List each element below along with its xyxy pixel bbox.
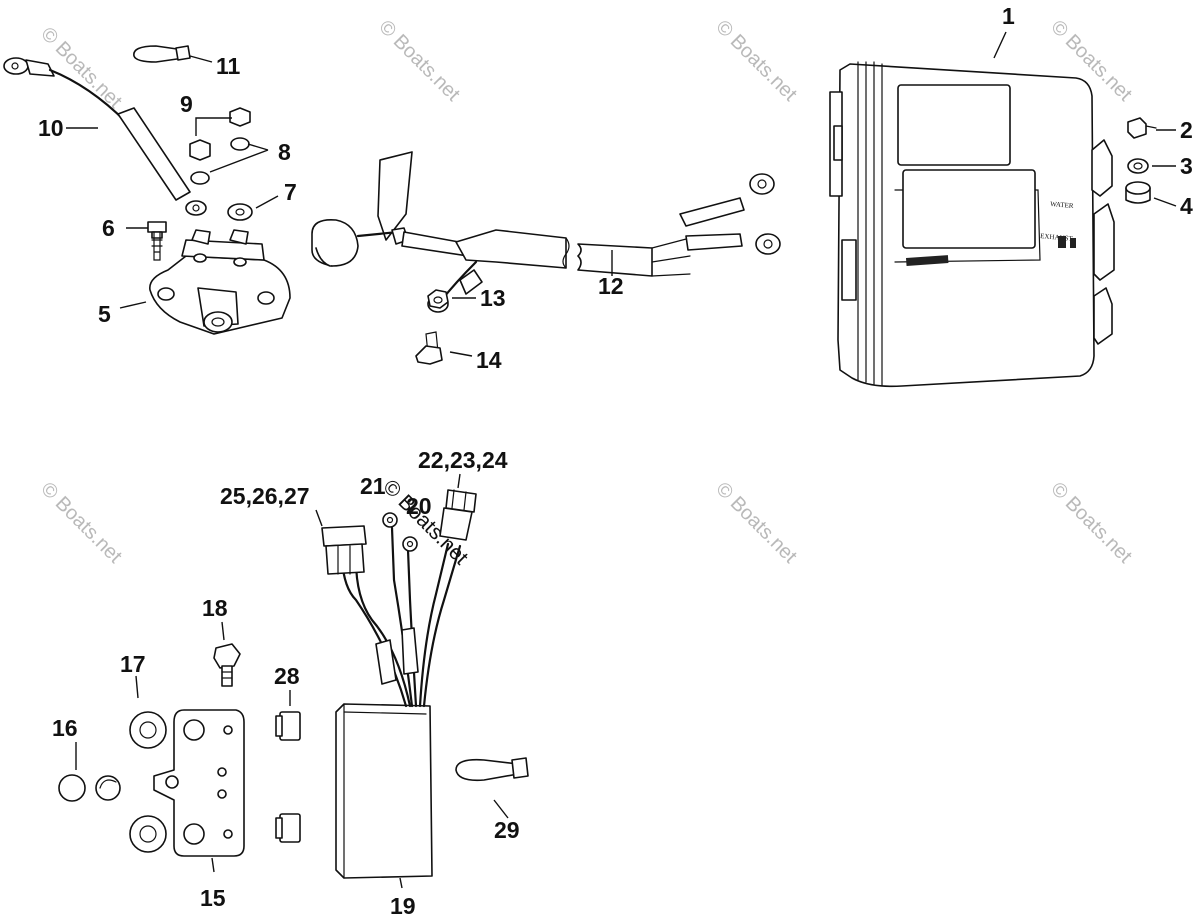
callout-12: 12 xyxy=(598,273,624,299)
callout-17: 17 xyxy=(120,651,146,677)
part-15-bracket xyxy=(153,709,245,857)
callout-10: 10 xyxy=(38,115,64,141)
part-1-module-box: WATER EXHAUST xyxy=(829,61,1115,388)
callout-4: 4 xyxy=(1180,193,1193,219)
callouts: 1 2 3 4 5 6 7 8 9 10 11 12 13 14 15 16 1… xyxy=(38,3,1193,919)
callout-8: 8 xyxy=(278,139,291,165)
callout-13: 13 xyxy=(480,285,506,311)
part-22-24-connector xyxy=(439,489,477,541)
callout-5: 5 xyxy=(98,301,111,327)
part-5-solenoid xyxy=(149,229,291,335)
module-label-water: WATER xyxy=(1050,200,1074,210)
module-label-exhaust: EXHAUST xyxy=(1040,232,1074,243)
part-3-washer xyxy=(1127,158,1149,174)
part-28-spacers xyxy=(275,711,301,843)
watermark: © Boats.net xyxy=(1046,478,1136,568)
pack-wires xyxy=(340,526,462,708)
callout-7: 7 xyxy=(284,179,297,205)
watermark: © Boats.net xyxy=(711,16,801,106)
part-19-module-pack xyxy=(335,703,433,879)
part-4-grommet xyxy=(1125,181,1151,204)
callout-11: 11 xyxy=(216,53,241,79)
callout-22-23-24: 22,23,24 xyxy=(418,447,508,473)
callout-1: 1 xyxy=(1002,3,1015,29)
watermark: © Boats.net xyxy=(374,16,464,106)
callout-21: 21 xyxy=(360,473,386,499)
callout-19: 19 xyxy=(390,893,416,919)
part-20-terminal xyxy=(402,536,418,552)
part-8-lockwashers xyxy=(190,137,250,185)
callout-6: 6 xyxy=(102,215,115,241)
part-25-27-connector xyxy=(321,525,367,575)
watermark: © Boats.net xyxy=(36,478,126,568)
callout-29: 29 xyxy=(494,817,520,843)
callout-25-26-27: 25,26,27 xyxy=(220,483,310,509)
watermark: © Boats.net xyxy=(711,478,801,568)
leader-lines xyxy=(66,31,1177,889)
part-7-washer xyxy=(227,203,253,221)
callout-16: 16 xyxy=(52,715,78,741)
part-11-clamp xyxy=(133,45,191,63)
part-14-screw xyxy=(415,331,443,365)
part-17-grommets xyxy=(129,711,167,853)
callout-9: 9 xyxy=(180,91,193,117)
callout-20: 20 xyxy=(406,493,432,519)
part-18-screw xyxy=(213,643,241,687)
part-6-screw xyxy=(147,221,167,261)
part-16-plugs xyxy=(58,774,121,802)
part-2-bolt xyxy=(1127,117,1157,139)
part-12-harness xyxy=(311,151,781,313)
callout-15: 15 xyxy=(200,885,226,911)
callout-2: 2 xyxy=(1180,117,1193,143)
part-29-clamp xyxy=(455,757,529,782)
callout-28: 28 xyxy=(274,663,300,689)
callout-14: 14 xyxy=(476,347,502,373)
callout-18: 18 xyxy=(202,595,228,621)
part-21-terminal xyxy=(382,512,398,528)
part-13-lockwasher xyxy=(427,289,449,309)
callout-3: 3 xyxy=(1180,153,1193,179)
part-9-nuts xyxy=(189,107,251,161)
part-10-cable xyxy=(3,57,207,216)
